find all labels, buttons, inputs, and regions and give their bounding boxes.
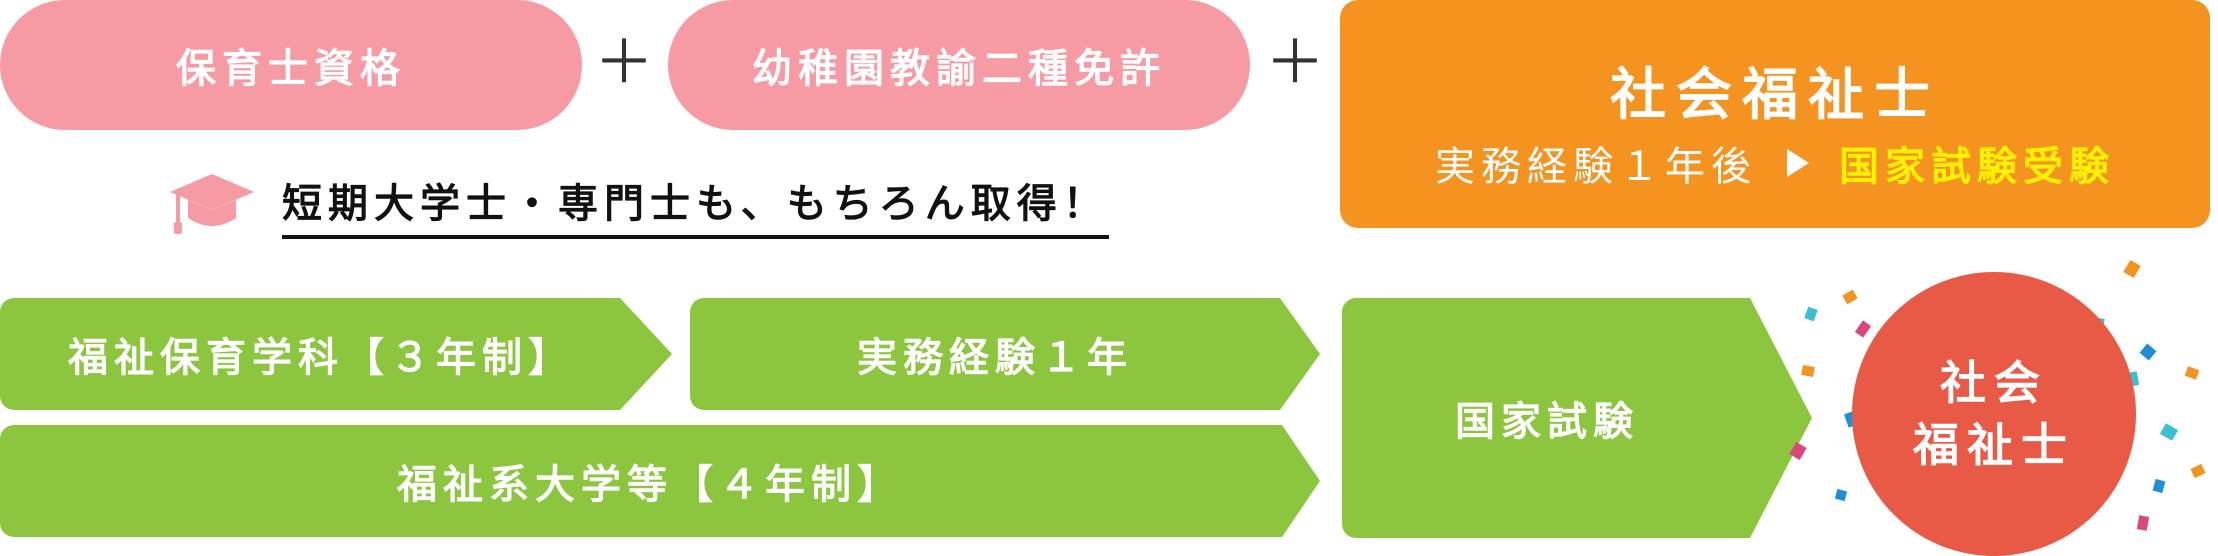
path-work-experience: 実務経験１年 [690, 298, 1320, 410]
path-course-4-year: 福祉系大学等【４年制】 [0, 425, 1320, 537]
social-worker-box: 社会福祉士 実務経験１年後 国家試験受験 [1340, 0, 2210, 228]
plus-sign: ＋ [1265, 28, 1325, 98]
play-triangle-icon [1787, 149, 1809, 177]
social-worker-condition-row: 実務経験１年後 国家試験受験 [1340, 134, 2210, 192]
exam-eligibility: 国家試験受験 [1839, 144, 2115, 190]
degree-note: 短期大学士・専門士も、もちろん取得！ [168, 165, 1109, 245]
experience-condition: 実務経験１年後 [1435, 144, 1757, 190]
result-social-worker-circle: 社会 福祉士 [1852, 272, 2136, 556]
qualification-hoikushi: 保育士資格 [0, 0, 582, 130]
path-label: 実務経験１年 [857, 335, 1133, 381]
path-label: 福祉系大学等【４年制】 [397, 462, 903, 508]
result-line-2: 福祉士 [1913, 418, 2075, 472]
plus-sign: ＋ [594, 28, 654, 98]
path-national-exam: 国家試験 [1342, 298, 1812, 538]
graduation-cap-icon [170, 174, 254, 234]
path-label: 国家試験 [1455, 399, 1639, 445]
qualification-kindergarten-license: 幼稚園教諭二種免許 [668, 0, 1250, 130]
social-worker-title: 社会福祉士 [1610, 63, 1940, 128]
degree-note-text: 短期大学士・専門士も、もちろん取得！ [282, 171, 1109, 239]
result-line-1: 社会 [1940, 356, 2048, 410]
path-label: 福祉保育学科【３年制】 [68, 335, 574, 381]
path-course-3-year: 福祉保育学科【３年制】 [0, 298, 672, 410]
